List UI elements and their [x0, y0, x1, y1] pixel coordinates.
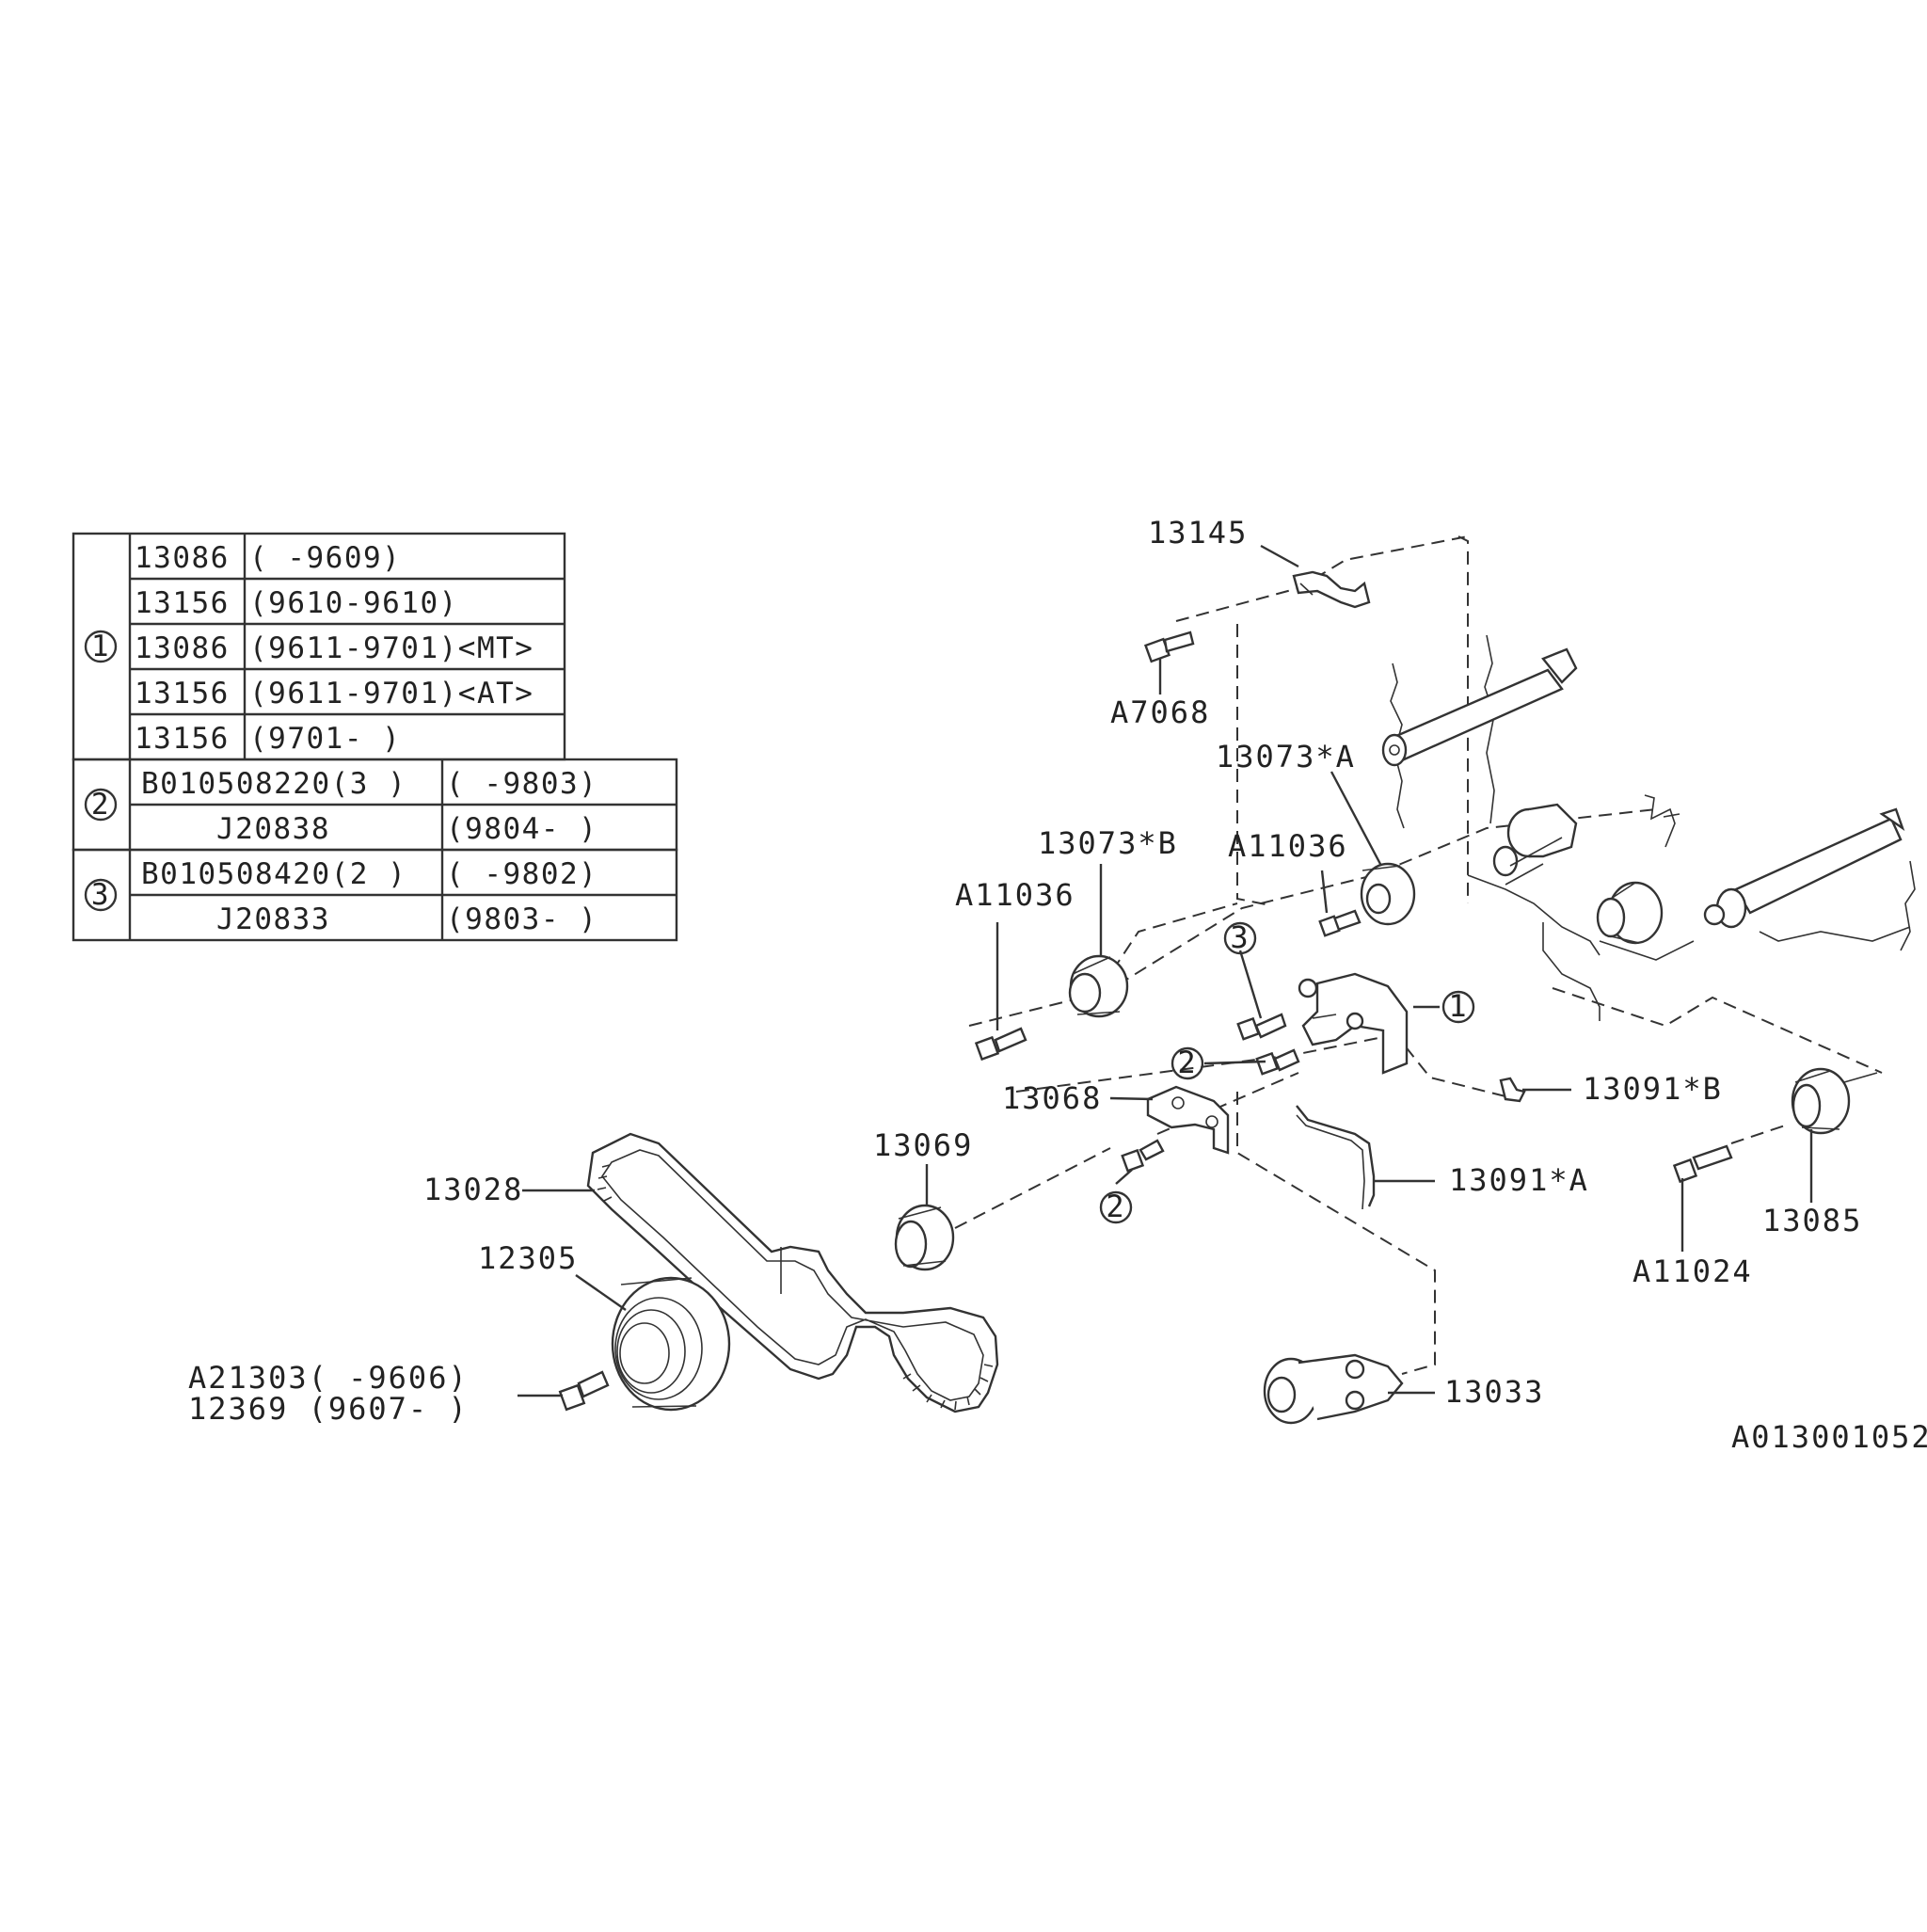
- idler-pulley-13085: [1791, 1067, 1851, 1135]
- callout-13073a: 13073*A: [1216, 739, 1356, 774]
- table-part: 13156: [135, 722, 230, 756]
- idler-pulley-13073b: [1068, 954, 1129, 1018]
- callout-a21303: A21303( -9606): [188, 1360, 469, 1396]
- callout-13091a: 13091*A: [1449, 1162, 1589, 1198]
- callout-13028: 13028: [423, 1172, 523, 1207]
- table-range: (9804- ): [446, 812, 597, 846]
- callout-marker-2b: 2: [1106, 1189, 1125, 1224]
- wire-13091a: [1296, 1105, 1376, 1210]
- callout-a7068: A7068: [1110, 695, 1210, 730]
- marker-circle-1: [1441, 990, 1475, 1024]
- idler-pulley-13073a: [1360, 862, 1416, 926]
- crank-pulley-12305: [611, 1276, 731, 1412]
- table-range: (9701- ): [249, 722, 401, 756]
- callout-13068: 13068: [1002, 1080, 1102, 1116]
- callout-marker-3: 3: [1230, 919, 1250, 955]
- marker-circle-3: [84, 878, 118, 912]
- bolt-a7068: [1143, 631, 1195, 663]
- camshaft-right: [1703, 807, 1905, 929]
- bracket-13068: [1146, 1085, 1230, 1155]
- table-part: J20838: [216, 812, 330, 846]
- table-range: (9610-9610): [249, 586, 458, 620]
- table-range: ( -9609): [249, 541, 401, 575]
- callout-marker-2a: 2: [1177, 1045, 1197, 1080]
- callouts: 13145 A7068 13073*A A11036 13073*B A1103…: [188, 515, 1927, 1455]
- callout-13033: 13033: [1444, 1374, 1544, 1410]
- table-range: (9611-9701)<MT>: [249, 631, 534, 665]
- bolt-a11024: [1672, 1144, 1733, 1184]
- callout-12369: 12369 (9607- ): [188, 1391, 469, 1427]
- callout-a11036-upper: A11036: [1228, 828, 1348, 864]
- timing-cover-bracket: [1292, 570, 1371, 609]
- table-range: ( -9802): [446, 857, 597, 891]
- cam-pulley-right-upper: [1492, 803, 1578, 886]
- table-marker-1: 1: [91, 630, 110, 663]
- bolt-a11036-upper: [1318, 909, 1362, 937]
- bolt-a11036-lower: [974, 1027, 1027, 1062]
- marker-circle-1: [84, 630, 118, 663]
- reference-table: 1 2 3 13086 ( -9609) 13156 (9610-9610) 1…: [72, 532, 678, 942]
- callout-a11024: A11024: [1632, 1253, 1753, 1289]
- timing-belt-13028: [586, 1132, 999, 1413]
- clip-13091b: [1499, 1077, 1526, 1103]
- callout-13091b: 13091*B: [1583, 1071, 1723, 1107]
- callout-a11036-lower: A11036: [955, 877, 1075, 913]
- table-part: B010508220(3 ): [141, 767, 406, 801]
- leader-lines: [518, 544, 1813, 1397]
- callout-12305: 12305: [478, 1240, 578, 1276]
- callout-13073b: 13073*B: [1038, 825, 1178, 861]
- callout-13145: 13145: [1148, 515, 1248, 551]
- table-part: B010508420(2 ): [141, 857, 406, 891]
- table-range: (9803- ): [446, 902, 597, 936]
- table-part: 13086: [135, 631, 230, 665]
- idler-pulley-13069: [894, 1204, 955, 1271]
- tensioner-13033: [1263, 1353, 1404, 1425]
- table-part: J20833: [216, 902, 330, 936]
- table-marker-3: 3: [91, 878, 110, 912]
- table-marker-2: 2: [91, 788, 110, 822]
- small-idler-right: [1596, 881, 1664, 945]
- bolt-marker-3: [1236, 1013, 1287, 1041]
- camshaft-upper: [1381, 647, 1578, 767]
- small-clip-right: [1644, 794, 1680, 848]
- table-range: ( -9803): [446, 767, 597, 801]
- bolt-marker-2-lower: [1121, 1139, 1165, 1173]
- callout-13069: 13069: [873, 1127, 973, 1163]
- marker-circle-2: [1099, 1190, 1133, 1224]
- table-part: 13156: [135, 586, 230, 620]
- table-part: 13156: [135, 677, 230, 711]
- table-part: 13086: [135, 541, 230, 575]
- marker-circle-2: [1171, 1046, 1204, 1080]
- marker-circle-3: [1223, 921, 1257, 955]
- crank-bolt: [558, 1370, 610, 1412]
- callout-marker-1: 1: [1448, 988, 1468, 1024]
- callout-13085: 13085: [1762, 1203, 1862, 1238]
- marker-circle-2: [84, 788, 118, 822]
- bolt-marker-2-upper: [1255, 1048, 1300, 1076]
- figure-code: A013001052: [1731, 1419, 1927, 1455]
- tensioner-bracket: [1298, 972, 1409, 1075]
- table-range: (9611-9701)<AT>: [249, 677, 534, 711]
- assembly-guides: [954, 535, 1789, 1375]
